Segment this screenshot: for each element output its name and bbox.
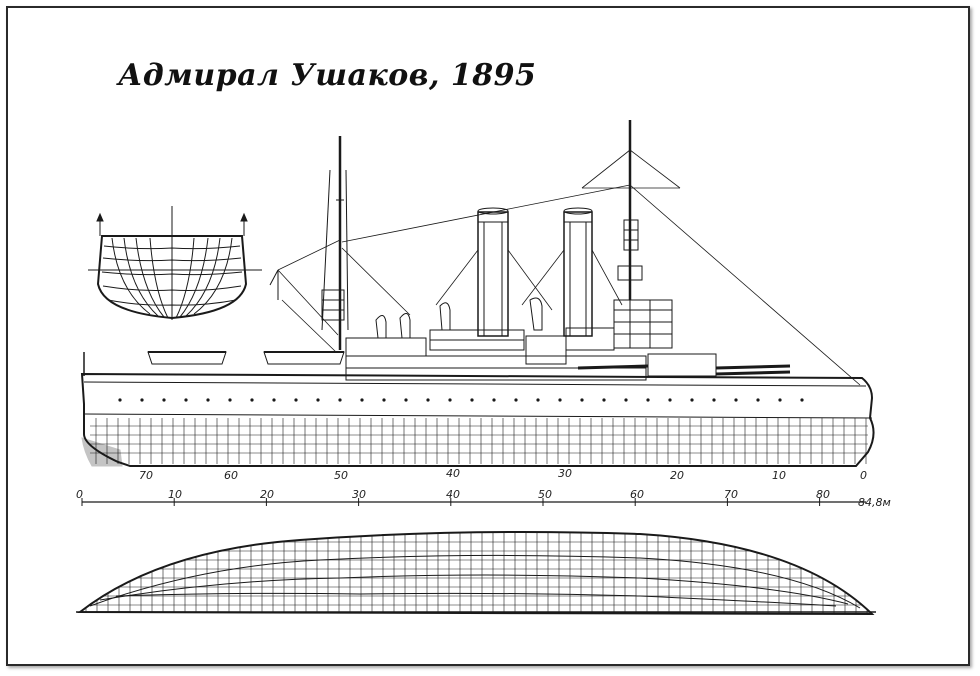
meter-label: 0 [76, 488, 83, 501]
meter-scale: 0 10 20 30 40 50 60 70 80 84,8м [76, 488, 891, 509]
hull-profile [80, 352, 875, 467]
meter-label: 80 [816, 488, 830, 501]
meter-label: 20 [260, 488, 274, 501]
frame-label: 30 [558, 467, 572, 480]
meter-label: 70 [724, 488, 738, 501]
meter-label: 10 [168, 488, 182, 501]
drawing-title: Адмирал Ушаков, 1895 [118, 58, 537, 93]
meter-label: 50 [538, 488, 552, 501]
frame-label: 20 [670, 469, 684, 482]
meter-label: 30 [352, 488, 366, 501]
meter-label: 60 [630, 488, 644, 501]
frame-label: 10 [772, 469, 786, 482]
foremast [269, 136, 349, 350]
frame-label: 70 [139, 469, 153, 482]
frame-label: 0 [860, 469, 867, 482]
hull-grid [90, 418, 868, 464]
half-breadth-grid [80, 532, 872, 614]
frame-label: 60 [224, 469, 238, 482]
rigging [277, 149, 861, 386]
frame-label: 40 [446, 467, 460, 480]
funnels [477, 207, 593, 337]
meter-label: 40 [446, 488, 460, 501]
body-plan-section [88, 206, 262, 320]
frame-scale: 70 60 50 40 30 20 10 0 [139, 467, 867, 482]
superstructure [147, 297, 791, 381]
frame-label: 50 [334, 469, 348, 482]
portholes [118, 398, 804, 402]
meter-label: 84,8м [858, 496, 891, 509]
mainmast [613, 120, 673, 349]
